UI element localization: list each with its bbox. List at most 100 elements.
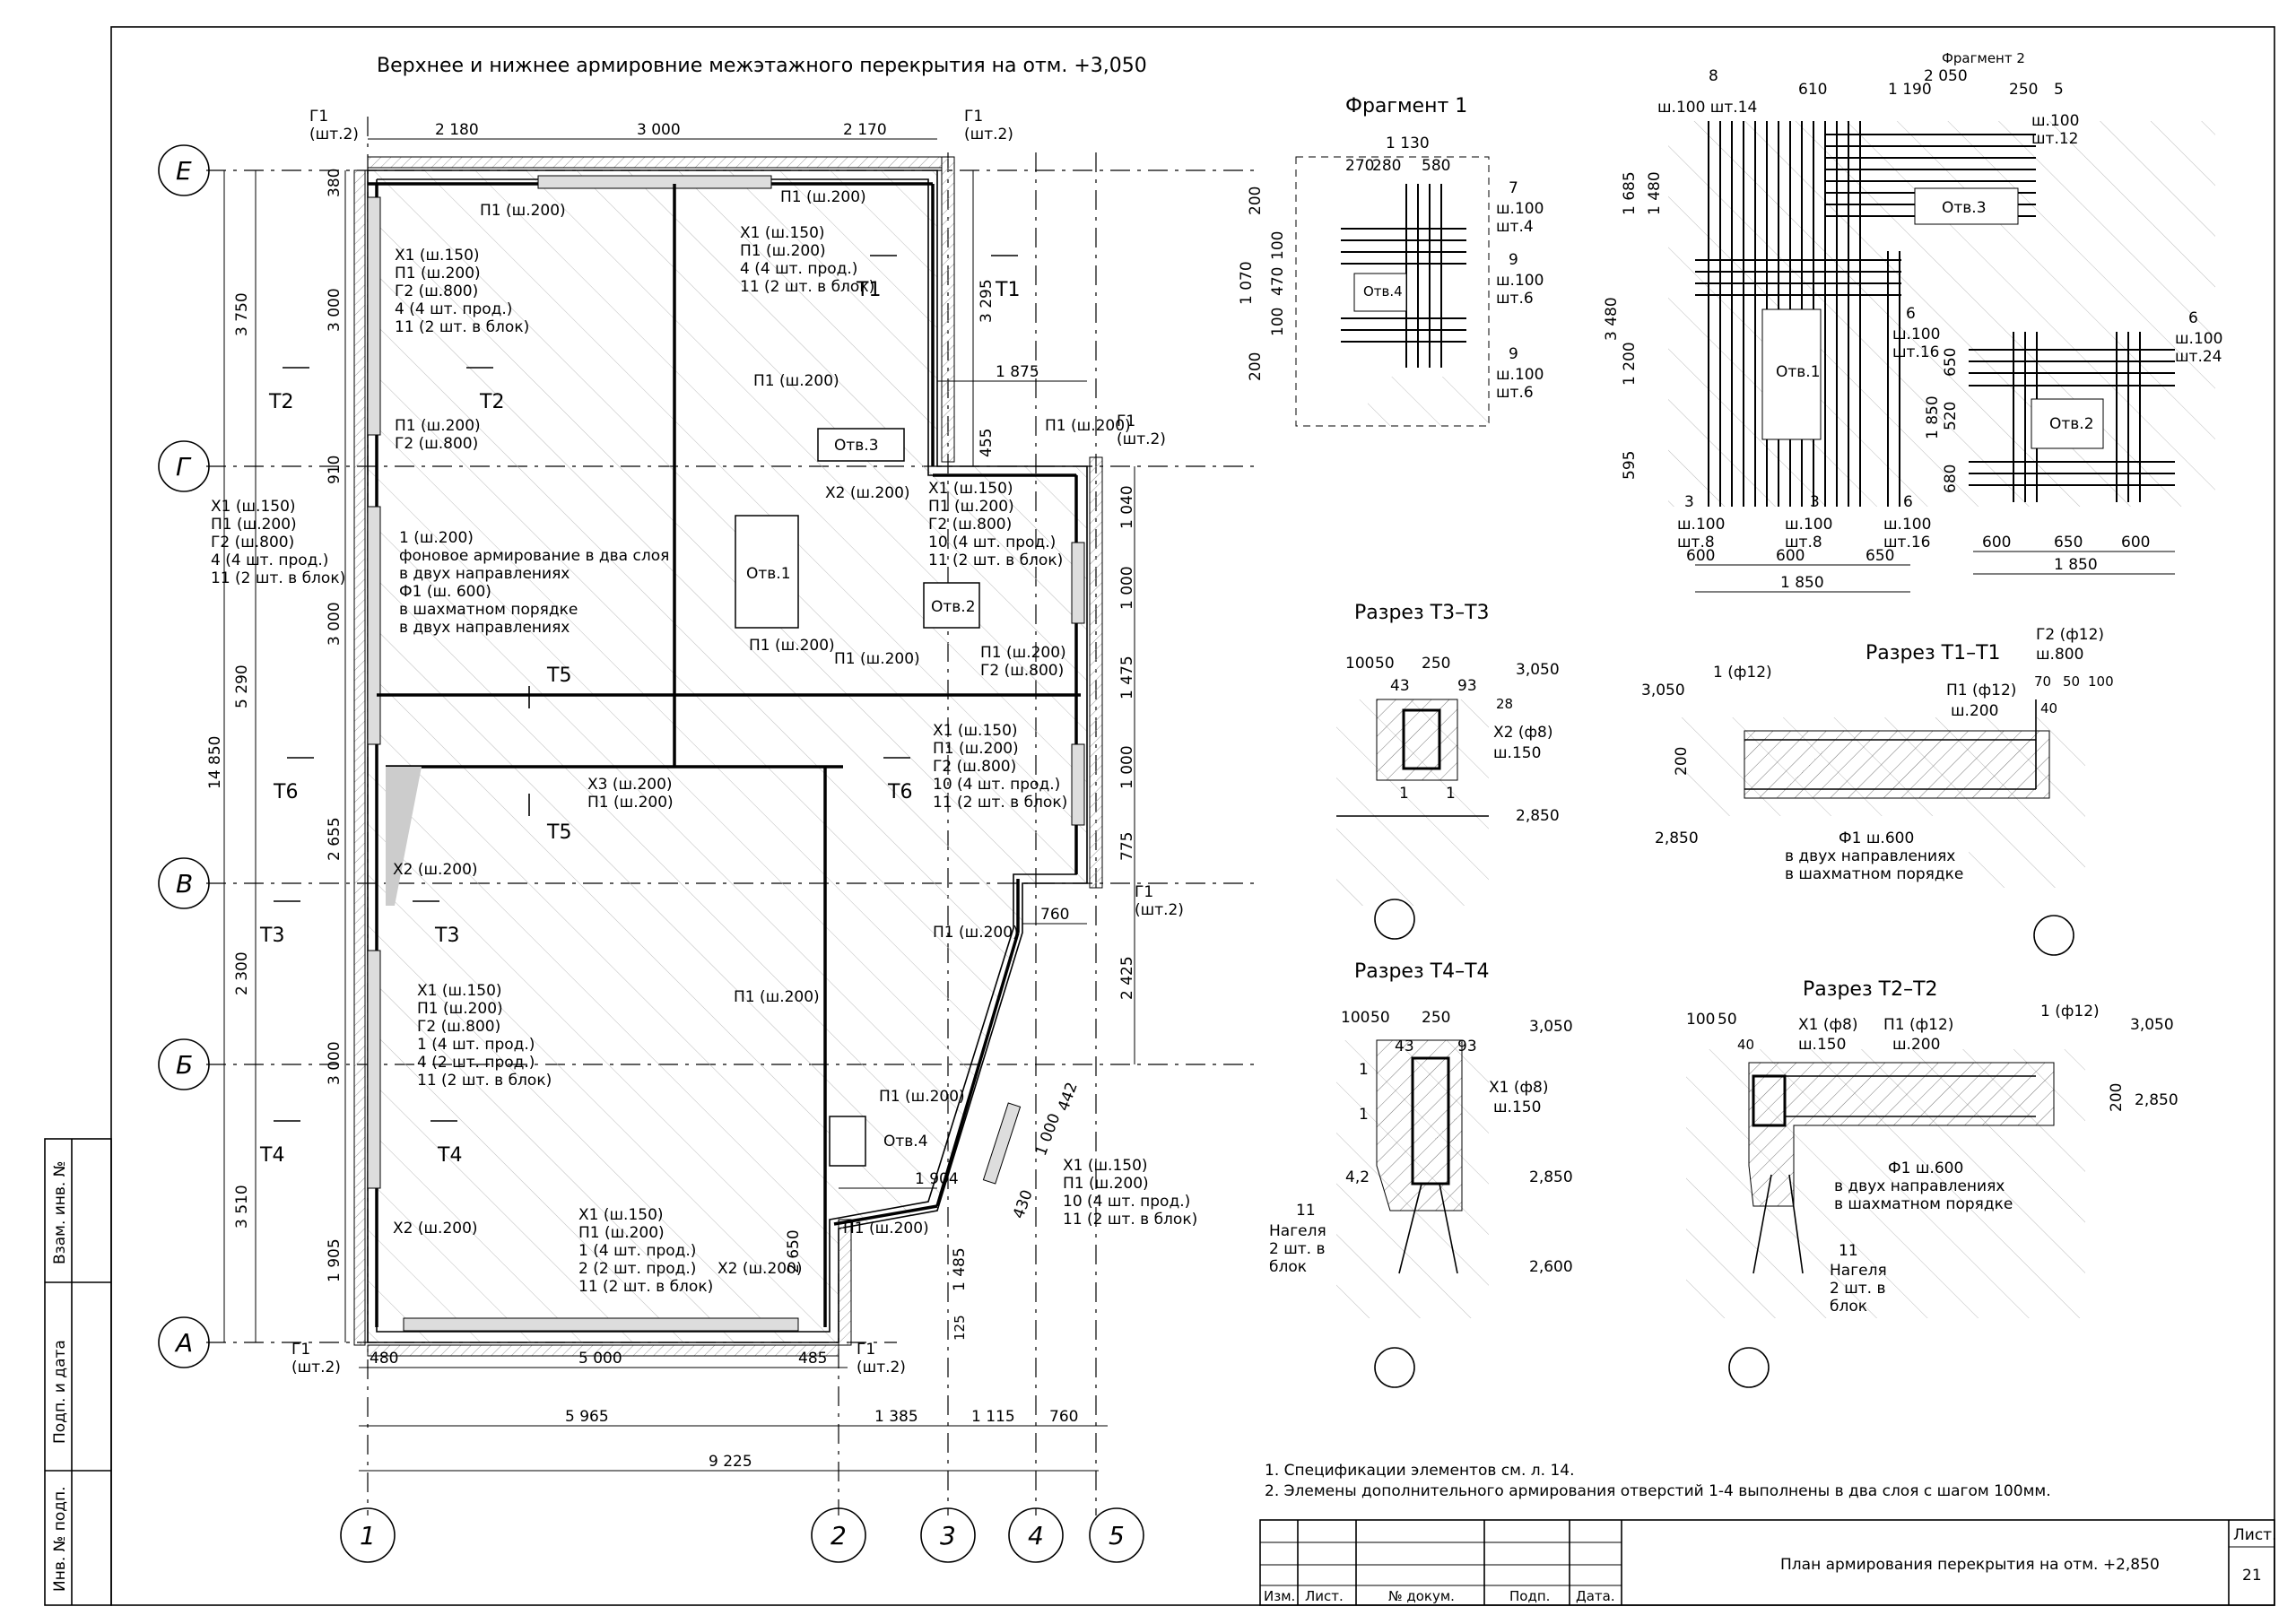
svg-text:2 шт. в: 2 шт. в bbox=[1269, 1240, 1326, 1258]
lbl-p1-i: П1 (ш.200) bbox=[879, 1088, 965, 1106]
dim-misc-4: 2 650 bbox=[785, 1229, 803, 1273]
svg-text:93: 93 bbox=[1457, 1038, 1477, 1055]
dim-left-total: 14 850 bbox=[206, 736, 224, 789]
svg-text:1 850: 1 850 bbox=[2054, 556, 2098, 574]
svg-text:100: 100 bbox=[1341, 1009, 1370, 1027]
svg-text:11 (2 шт. в блок): 11 (2 шт. в блок) bbox=[1063, 1211, 1197, 1229]
svg-text:200: 200 bbox=[1673, 747, 1691, 776]
fragment-1: Фрагмент 1 Отв.4 1 130 270 280 580 200 1… bbox=[1238, 95, 1544, 427]
svg-text:Т6: Т6 bbox=[887, 781, 912, 803]
svg-text:шт.16: шт.16 bbox=[1892, 343, 1940, 361]
svg-text:43: 43 bbox=[1395, 1038, 1414, 1055]
svg-text:в шахматном порядке: в шахматном порядке bbox=[1785, 865, 1963, 883]
svg-text:3 480: 3 480 bbox=[1603, 297, 1621, 341]
svg-text:2,600: 2,600 bbox=[1529, 1258, 1573, 1276]
svg-text:610: 610 bbox=[1798, 81, 1827, 99]
svg-text:4 (4 шт. прод.): 4 (4 шт. прод.) bbox=[740, 260, 857, 278]
svg-text:Ф1 ш.600: Ф1 ш.600 bbox=[1888, 1159, 1963, 1177]
svg-text:П1 (ш.200): П1 (ш.200) bbox=[980, 644, 1066, 662]
stamp-col-date: Дата. bbox=[1576, 1588, 1615, 1604]
svg-text:Т2: Т2 bbox=[268, 391, 293, 413]
svg-text:2,850: 2,850 bbox=[1529, 1168, 1573, 1186]
svg-text:Нагеля: Нагеля bbox=[1830, 1262, 1887, 1280]
dim-left-i7: 1 905 bbox=[326, 1238, 344, 1282]
svg-text:600: 600 bbox=[1982, 534, 2011, 551]
dim-r2: 455 bbox=[978, 429, 996, 457]
svg-text:Г2 (ш.800): Г2 (ш.800) bbox=[417, 1018, 500, 1036]
notes: 1. Спецификации элементов см. л. 14. 2. … bbox=[1265, 1462, 2051, 1500]
svg-text:10 (4 шт. прод.): 10 (4 шт. прод.) bbox=[933, 776, 1060, 794]
lbl-p1-b: П1 (ш.200) bbox=[780, 188, 866, 206]
svg-text:Х3 (ш.200): Х3 (ш.200) bbox=[587, 776, 673, 794]
svg-text:Х1 (ш.150): Х1 (ш.150) bbox=[933, 722, 1018, 740]
svg-text:10 (4 шт. прод.): 10 (4 шт. прод.) bbox=[928, 534, 1056, 551]
side-stamp-1: Взам. инв. № bbox=[51, 1161, 69, 1264]
svg-text:Г2 (ш.800): Г2 (ш.800) bbox=[980, 662, 1064, 680]
dim-bot2-3: 1 115 bbox=[971, 1408, 1015, 1426]
svg-text:11 (2 шт. в блок): 11 (2 шт. в блок) bbox=[928, 551, 1063, 569]
svg-text:шт.16: шт.16 bbox=[1883, 534, 1931, 551]
svg-text:Х1 (ш.150): Х1 (ш.150) bbox=[928, 480, 1013, 498]
svg-text:600: 600 bbox=[1686, 547, 1715, 565]
svg-text:1 (ф12): 1 (ф12) bbox=[1713, 664, 1772, 682]
svg-text:200: 200 bbox=[1247, 187, 1265, 215]
svg-text:1: 1 bbox=[1399, 785, 1409, 803]
svg-text:1 130: 1 130 bbox=[1386, 135, 1430, 152]
svg-text:1 (ш.200): 1 (ш.200) bbox=[399, 529, 474, 547]
lbl-col-r1: Х1 (ш.150) П1 (ш.200) Г2 (ш.800) 10 (4 ш… bbox=[928, 480, 1063, 569]
svg-text:ш.150: ш.150 bbox=[1798, 1036, 1846, 1054]
dim-left-o2: 5 290 bbox=[233, 664, 251, 708]
svg-text:в двух направлениях: в двух направлениях bbox=[1834, 1177, 2005, 1195]
slab-area bbox=[368, 170, 1087, 1342]
svg-text:Т3: Т3 bbox=[259, 925, 284, 947]
svg-text:Х1 (ш.150): Х1 (ш.150) bbox=[395, 247, 480, 265]
svg-text:в шахматном порядке: в шахматном порядке bbox=[399, 601, 578, 619]
sheet-frame bbox=[44, 26, 2275, 1606]
svg-text:фоновое армирование в два слоя: фоновое армирование в два слоя bbox=[399, 547, 669, 565]
svg-text:28: 28 bbox=[1496, 696, 1513, 712]
svg-text:шт.4: шт.4 bbox=[1496, 218, 1534, 236]
lbl-bg-reinf: 1 (ш.200) фоновое армирование в два слоя… bbox=[399, 529, 669, 637]
lbl-p1-f: П1 (ш.200) bbox=[834, 650, 920, 668]
dim-left-o4: 3 510 bbox=[233, 1185, 251, 1229]
lbl-p1-e: П1 (ш.200) bbox=[749, 637, 835, 655]
svg-text:2,850: 2,850 bbox=[2135, 1091, 2179, 1109]
svg-text:2,850: 2,850 bbox=[1516, 807, 1560, 825]
svg-text:в двух направлениях: в двух направлениях bbox=[399, 619, 570, 637]
svg-text:1 850: 1 850 bbox=[1924, 395, 1942, 439]
dim-r3: 1 040 bbox=[1118, 485, 1136, 529]
axis-3: 3 bbox=[940, 1521, 956, 1550]
svg-text:10 (4 шт. прод.): 10 (4 шт. прод.) bbox=[1063, 1193, 1190, 1211]
dim-top-1: 2 180 bbox=[435, 121, 479, 139]
g1-label-tr: Г1 bbox=[964, 108, 983, 126]
svg-text:520: 520 bbox=[1942, 402, 1960, 430]
svg-text:Отв.4: Отв.4 bbox=[1363, 283, 1403, 300]
svg-text:250: 250 bbox=[1422, 1009, 1450, 1027]
dim-left-i1: 380 bbox=[326, 169, 344, 197]
svg-text:ш.100 шт.14: ш.100 шт.14 bbox=[1657, 99, 1757, 117]
svg-text:ш.100: ш.100 bbox=[1785, 516, 1832, 534]
lbl-x2-d: Х2 (ш.200) bbox=[718, 1260, 803, 1278]
svg-text:в двух направлениях: в двух направлениях bbox=[1785, 847, 1955, 865]
svg-text:3,050: 3,050 bbox=[1641, 682, 1685, 699]
dim-top-2: 3 000 bbox=[637, 121, 681, 139]
svg-text:Х1 (ш.150): Х1 (ш.150) bbox=[211, 498, 296, 516]
svg-text:Т4: Т4 bbox=[259, 1144, 284, 1167]
dim-left-i4: 3 000 bbox=[326, 602, 344, 646]
g1-qty-r: (шт.2) bbox=[1135, 901, 1184, 919]
svg-text:3: 3 bbox=[1684, 493, 1694, 511]
svg-text:Г2 (ш.800): Г2 (ш.800) bbox=[928, 516, 1012, 534]
lbl-x3: Х3 (ш.200) П1 (ш.200) bbox=[587, 776, 674, 812]
svg-text:600: 600 bbox=[2121, 534, 2150, 551]
dims-right: 3 295 455 1 040 1 000 1 475 1 000 775 2 … bbox=[785, 170, 1184, 1341]
dim-misc-8: 442 bbox=[1055, 1080, 1082, 1113]
svg-text:Т5: Т5 bbox=[546, 664, 571, 687]
svg-text:П1 (ш.200): П1 (ш.200) bbox=[395, 265, 481, 282]
svg-text:ш.100: ш.100 bbox=[1496, 200, 1544, 218]
svg-text:ш.100: ш.100 bbox=[1496, 272, 1544, 290]
svg-text:в двух направлениях: в двух направлениях bbox=[399, 565, 570, 583]
dim-r5: 1 475 bbox=[1118, 656, 1136, 699]
opening-3: Отв.3 bbox=[834, 437, 879, 455]
svg-text:250: 250 bbox=[1422, 655, 1450, 673]
svg-text:Т4: Т4 bbox=[437, 1144, 462, 1167]
